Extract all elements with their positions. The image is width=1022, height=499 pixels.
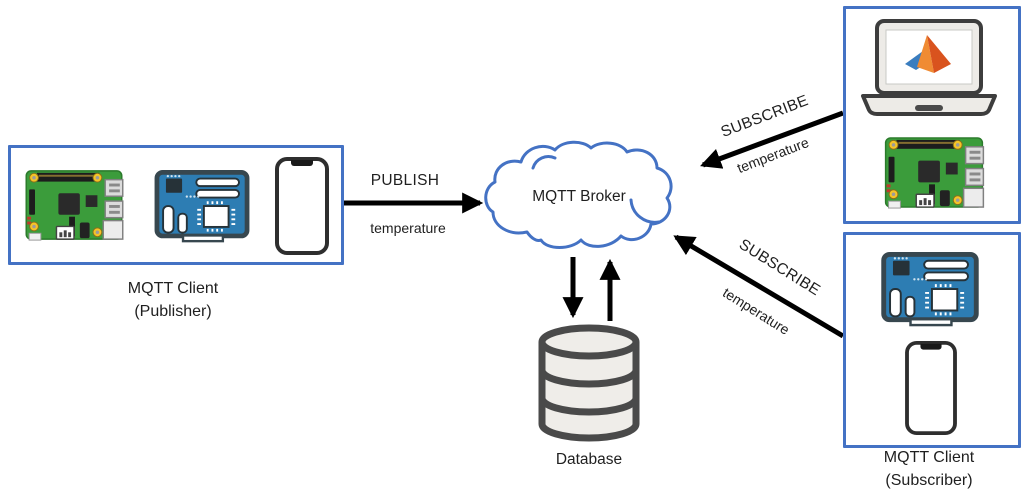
database-icon [533,323,645,445]
publisher-label: MQTT Client (Publisher) [48,277,298,323]
subscriber-top-box [843,6,1021,224]
smartphone-icon [274,155,330,257]
iot-dev-board-icon [879,252,981,328]
subscriber-bottom-box [843,232,1021,448]
raspberry-pi-icon [882,133,986,212]
raspberry-pi-icon [23,166,125,244]
iot-dev-board-icon [153,170,251,244]
broker-label: MQTT Broker [532,188,626,205]
subscriber-label: MQTT Client (Subscriber) [804,446,1022,492]
publisher-box [8,145,344,265]
laptop-matlab-icon [857,18,1001,118]
subscriber-label-line1: MQTT Client [883,449,975,466]
database-label: Database [555,451,623,468]
publish-action-label: PUBLISH [370,172,440,189]
publisher-label-line2: (Publisher) [134,303,212,320]
smartphone-icon [903,340,959,436]
publish-topic-label: temperature [370,220,446,236]
publisher-label-line1: MQTT Client [127,280,219,297]
subscriber-label-line2: (Subscriber) [885,472,973,489]
